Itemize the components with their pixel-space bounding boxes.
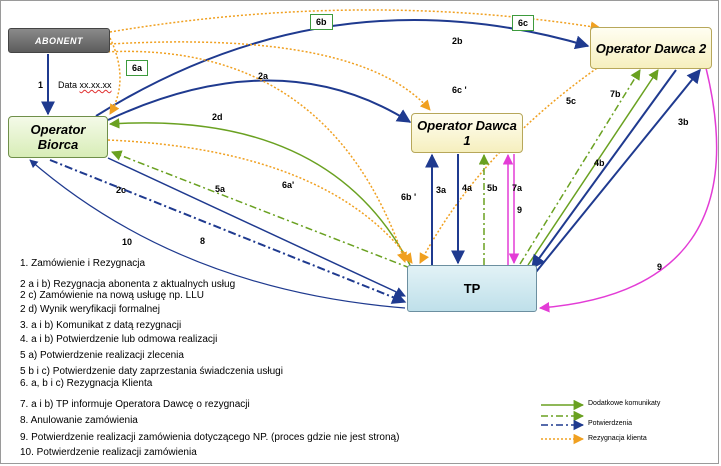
node-operator-dawca-1: Operator Dawca 1 [411, 113, 523, 153]
step-item: 1. Zamówienie i Rezygnacja [20, 258, 146, 269]
label-1: 1 [38, 80, 44, 90]
label-5a: 5a [215, 184, 226, 194]
arrow-6c-prime [419, 65, 601, 264]
arrow-5c [519, 69, 641, 265]
arrow-2a [107, 79, 412, 123]
step-item: 5 b i c) Potwierdzenie daty zaprzestania… [20, 366, 283, 377]
step-item: 6. a, b i c) Rezygnacja Klienta [20, 378, 153, 389]
label-8: 8 [200, 236, 206, 246]
arrow-6b-prime [103, 50, 407, 263]
arrow-6c [109, 41, 431, 111]
step-item: 2 d) Wynik weryfikacji formalnej [20, 304, 160, 315]
label-6b: 6b [310, 14, 333, 30]
date-prefix: Data [58, 80, 78, 90]
label-7a: 7a [512, 183, 523, 193]
node-abonent: ABONENT [8, 28, 110, 53]
label-6b-prime: 6b ' [401, 192, 417, 202]
arrow-6a-prime [107, 139, 413, 264]
step-item: 5 a) Potwierdzenie realizacji zlecenia [20, 350, 184, 361]
step-item: 2 c) Zamówienie na nową usługę np. LLU [20, 290, 204, 301]
label-9b: 9 [657, 262, 663, 272]
label-2b: 2b [452, 36, 463, 46]
arrow-9b [538, 67, 718, 313]
date-value: xx.xx.xx [79, 80, 112, 90]
label-5c: 5c [566, 96, 577, 106]
date-annotation: Data xx.xx.xx [58, 80, 112, 90]
step-item: 8. Anulowanie zamówienia [20, 415, 138, 426]
label-3b: 3b [678, 117, 689, 127]
arrow-5a [111, 150, 411, 269]
legend-client-resignation: Rezygnacja klienta [588, 435, 647, 442]
step-item: 2 a i b) Rezygnacja abonenta z aktualnyc… [20, 279, 236, 290]
arrow-6a [109, 37, 121, 115]
label-4a: 4a [462, 183, 473, 193]
step-item: 4. a i b) Potwierdzenie lub odmowa reali… [20, 334, 218, 345]
label-9a: 9 [517, 205, 523, 215]
node-operator-dawca-2: Operator Dawca 2 [590, 27, 712, 69]
label-6c-prime: 6c ' [452, 85, 467, 95]
arrow-10 [29, 159, 406, 309]
label-3a: 3a [436, 185, 447, 195]
arrow-2c [107, 157, 406, 297]
legend-additional-messages: Dodatkowe komunikaty [588, 400, 661, 407]
arrow-4b [531, 69, 677, 270]
label-2d: 2d [212, 112, 223, 122]
arrow-3b [535, 68, 701, 273]
arrow-2b [95, 18, 590, 117]
step-item: 7. a i b) TP informuje Operatora Dawcę o… [20, 399, 250, 410]
label-10: 10 [122, 237, 133, 247]
arrow-2d [108, 118, 411, 266]
step-item: 10. Potwierdzenie realizacji zamówienia [20, 447, 197, 458]
step-item: 9. Potwierdzenie realizacji zamówienia d… [20, 432, 400, 443]
label-4b: 4b [594, 158, 605, 168]
label-5b: 5b [487, 183, 498, 193]
label-2a: 2a [258, 71, 269, 81]
node-operator-biorca: Operator Biorca [8, 116, 108, 158]
step-item: 3. a i b) Komunikat z datą rezygnacji [20, 320, 182, 331]
label-6a-prime: 6a' [282, 180, 295, 190]
arrow-7b [527, 69, 659, 266]
label-6c: 6c [512, 15, 535, 31]
label-6a: 6a [126, 60, 149, 76]
label-7b: 7b [610, 89, 621, 99]
node-tp: TP [407, 265, 537, 312]
label-2c: 2c [116, 185, 127, 195]
legend-confirmations: Potwierdzenia [588, 420, 632, 427]
